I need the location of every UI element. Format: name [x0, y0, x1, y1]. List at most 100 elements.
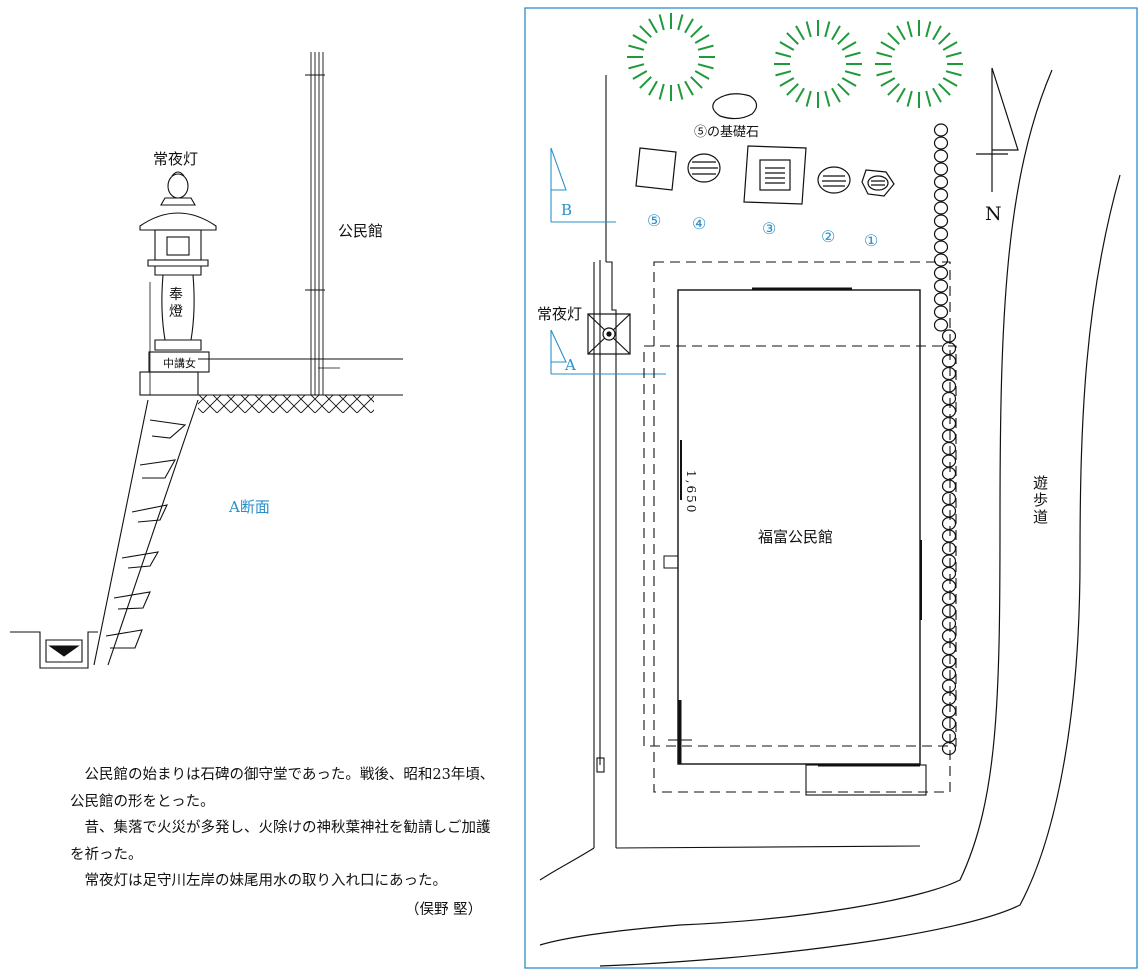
hedge-shrub — [941, 491, 957, 506]
tree-stroke — [945, 51, 962, 58]
tree-stroke — [779, 77, 795, 87]
north-label: N — [985, 203, 1002, 225]
hedge-shrub — [941, 591, 957, 606]
tree-stroke — [938, 83, 951, 96]
lantern-title: 常夜灯 — [153, 150, 199, 168]
tree-stroke — [677, 83, 684, 100]
tree-stroke — [628, 63, 645, 70]
plan-lantern-label: 常夜灯 — [537, 305, 583, 323]
tree-stroke — [805, 21, 812, 38]
hedge-shrub — [941, 529, 957, 543]
hedge-shrub — [941, 541, 957, 556]
site-plan — [524, 7, 1138, 969]
tree-stroke — [887, 32, 900, 45]
monument-number-5: ⑤ — [647, 211, 662, 230]
hedge-shrub — [941, 354, 957, 368]
hedge-shrub — [933, 188, 949, 202]
monument-1 — [861, 169, 895, 197]
hedge-shrub — [941, 679, 957, 693]
tree-stroke — [779, 41, 795, 51]
hedge-shrub — [941, 429, 957, 443]
tree-stroke — [896, 25, 906, 41]
hedge-shrub — [941, 554, 957, 568]
hall-name: 福富公民館 — [758, 528, 834, 546]
tree-stroke — [938, 32, 951, 45]
hedge-shrub — [941, 341, 957, 356]
tree-stroke — [639, 25, 652, 38]
tree-stroke — [684, 18, 694, 34]
hall-building — [643, 261, 957, 796]
hedge-shrub — [941, 741, 957, 756]
tree-stroke — [841, 41, 857, 51]
promenade-road — [539, 69, 1121, 967]
hedge-shrub — [941, 666, 957, 681]
tree-stroke — [906, 90, 913, 107]
notes: 公民館の始まりは石碑の御守堂であった。戦後、昭和23年頃、公民館の形をとった。 … — [70, 762, 500, 895]
section-markers — [550, 147, 666, 375]
tree-stroke — [795, 87, 805, 103]
tree-stroke — [639, 76, 652, 89]
tree-stroke — [775, 70, 792, 77]
monument-number-1: ① — [864, 231, 879, 250]
hedge-shrub — [941, 691, 957, 706]
tree-stroke — [906, 21, 913, 38]
tree-stroke — [632, 70, 648, 80]
tree-stroke — [942, 77, 958, 87]
tree-stroke — [837, 32, 850, 45]
hedge-shrub — [933, 266, 949, 280]
tree-stroke — [628, 44, 645, 51]
lantern-inscription: 奉 燈 — [169, 287, 183, 320]
tree-stroke — [697, 63, 714, 70]
plan-frame — [524, 7, 1138, 969]
hedge-shrub — [933, 136, 949, 150]
hedge-shrub — [933, 279, 949, 293]
tree-stroke — [677, 14, 684, 31]
hedge-shrub — [941, 566, 957, 581]
monument-number-2: ② — [821, 227, 836, 246]
tree-stroke — [690, 76, 703, 89]
note-paragraph: 公民館の始まりは石碑の御守堂であった。戦後、昭和23年頃、公民館の形をとった。 — [70, 767, 495, 810]
hedge-shrub — [933, 227, 949, 241]
tree-stroke — [648, 80, 658, 96]
marker-a: A — [565, 356, 576, 374]
stone-wall — [93, 399, 199, 666]
tree-stroke — [786, 83, 799, 96]
hedge-shrub — [941, 716, 957, 731]
tree-stroke — [942, 41, 958, 51]
monument-3 — [743, 145, 807, 205]
hedge-shrub — [941, 379, 957, 393]
tree-stroke — [786, 32, 799, 45]
tree-stroke — [632, 34, 648, 44]
tree-stroke — [684, 80, 694, 96]
tree-stroke — [694, 34, 710, 44]
tree-icon — [875, 20, 963, 108]
hedge-shrub — [941, 391, 957, 406]
dimension-label: 1,650 — [684, 470, 698, 515]
author: （俣野 堅） — [405, 902, 483, 918]
section-label: A断面 — [229, 498, 270, 516]
hedge-shrub — [941, 579, 957, 593]
tree-stroke — [844, 70, 861, 77]
base-inscription: 中講女 — [163, 357, 196, 370]
hedge-shrub — [941, 466, 957, 481]
north-arrow-icon — [976, 67, 1019, 192]
tree-stroke — [876, 51, 893, 58]
hedge-shrub — [941, 416, 957, 431]
hedge-shrub — [941, 616, 957, 631]
tree-stroke — [795, 25, 805, 41]
promenade-label: 遊歩道 — [1031, 475, 1049, 526]
hedge-shrub — [941, 641, 957, 656]
tree-stroke — [887, 83, 900, 96]
hedge-shrub — [933, 149, 949, 163]
section-drawing — [10, 52, 403, 669]
ground-hatch — [198, 395, 374, 413]
tree-stroke — [690, 25, 703, 38]
hedge-shrub — [933, 162, 949, 176]
hedge-shrub — [941, 516, 957, 531]
left-road — [539, 75, 921, 881]
tree-stroke — [925, 21, 932, 38]
hedge-row — [933, 123, 957, 756]
ditch — [10, 631, 98, 669]
tree-stroke — [775, 51, 792, 58]
